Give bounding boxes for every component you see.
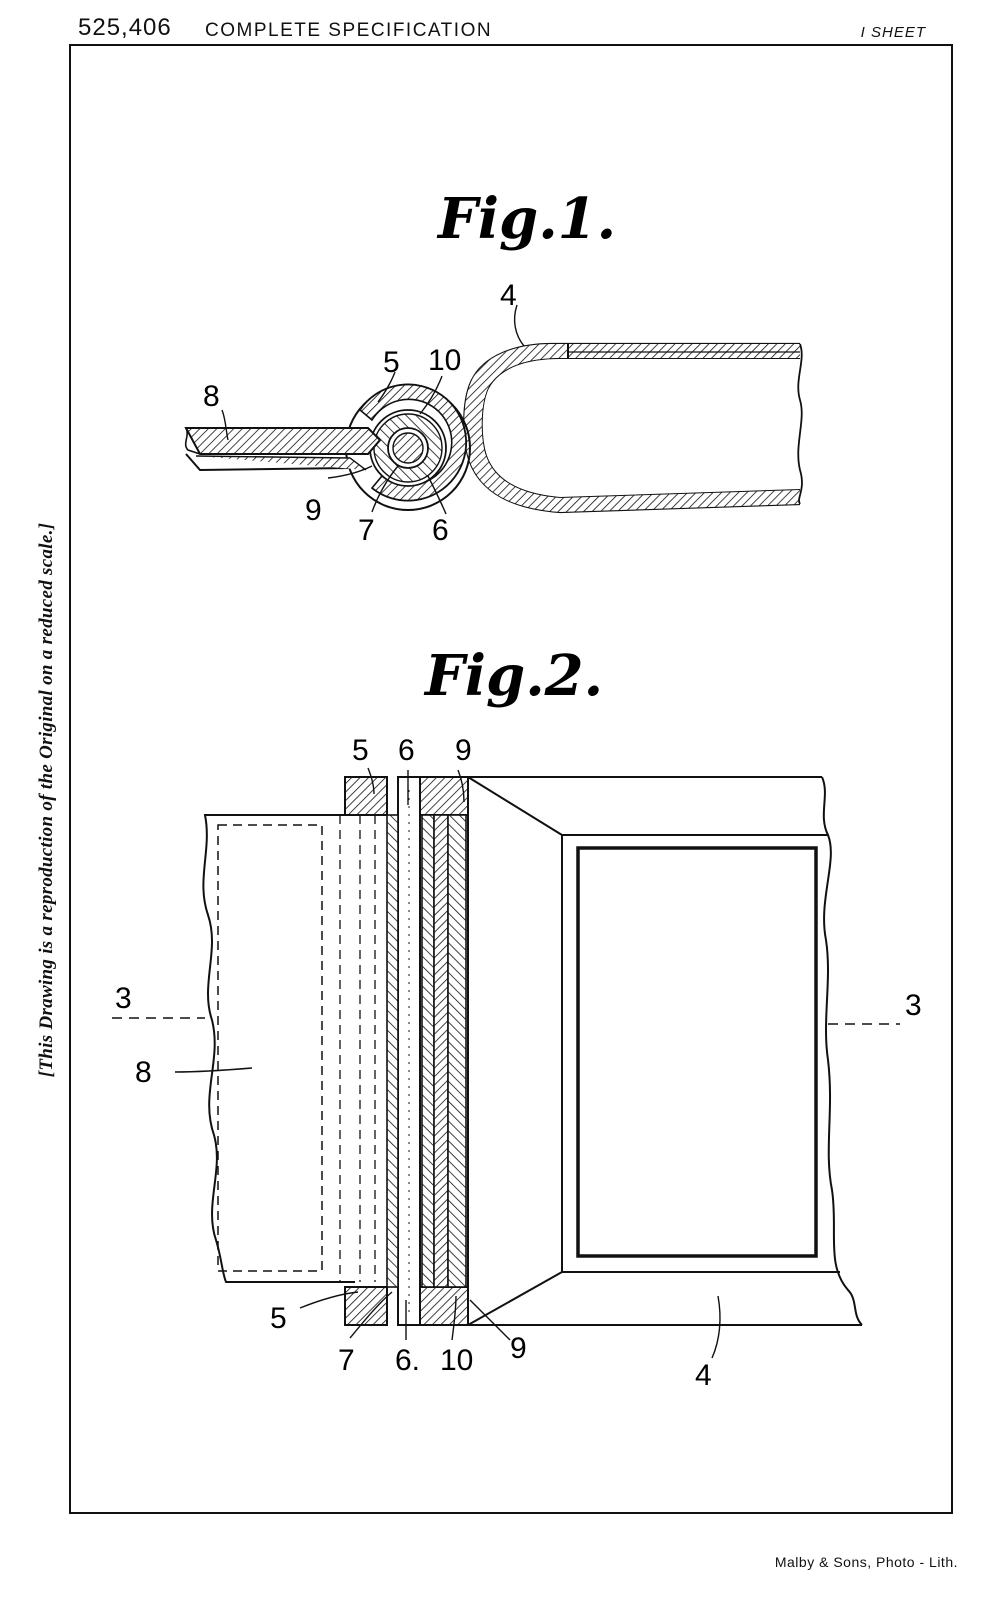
fig2-label-9-bottom: 9 xyxy=(510,1332,527,1365)
fig1-label-8: 8 xyxy=(203,380,220,413)
fig2-label-6-bottom: 6. xyxy=(395,1344,420,1377)
fig1-label-7: 7 xyxy=(358,514,375,547)
fig1-label-10: 10 xyxy=(428,344,461,377)
page-frame xyxy=(69,44,953,1514)
fig1-title: Fig.1. xyxy=(436,186,616,252)
fig1-leaders xyxy=(221,304,525,515)
fig2-label-9-top: 9 xyxy=(455,734,472,767)
fig2-leaders xyxy=(174,767,721,1359)
specification-type: COMPLETE SPECIFICATION xyxy=(205,20,493,41)
fig2: Fig.2. xyxy=(112,643,922,1392)
sheet-count: I SHEET xyxy=(860,24,926,41)
printer-credit: Malby & Sons, Photo - Lith. xyxy=(774,1554,958,1570)
fig2-label-8: 8 xyxy=(135,1056,152,1089)
fig2-section-line xyxy=(112,1017,900,1025)
fig2-hinge xyxy=(344,776,469,1326)
fig1-label-9: 9 xyxy=(305,494,322,527)
fig2-label-10: 10 xyxy=(440,1344,473,1377)
fig1-label-6: 6 xyxy=(432,514,449,547)
fig2-label-3-right: 3 xyxy=(905,989,922,1022)
fig1-label-5: 5 xyxy=(383,346,400,379)
fig1-hinge xyxy=(345,383,471,511)
fig2-title: Fig.2. xyxy=(423,643,603,709)
fig1-label-4: 4 xyxy=(500,279,517,312)
fig1-part-4 xyxy=(463,342,803,514)
fig2-part-8 xyxy=(202,814,376,1283)
fig2-label-4: 4 xyxy=(695,1359,712,1392)
fig2-part-4 xyxy=(467,776,863,1326)
fig2-label-6-top: 6 xyxy=(398,734,415,767)
fig2-label-5-bottom: 5 xyxy=(270,1302,287,1335)
fig1-part-8 xyxy=(184,427,382,472)
fig2-label-3-left: 3 xyxy=(115,982,132,1015)
fig2-label-7: 7 xyxy=(338,1344,355,1377)
fig1: Fig.1. xyxy=(184,186,803,547)
patent-number: 525,406 xyxy=(78,14,172,41)
fig2-label-5-top: 5 xyxy=(352,734,369,767)
